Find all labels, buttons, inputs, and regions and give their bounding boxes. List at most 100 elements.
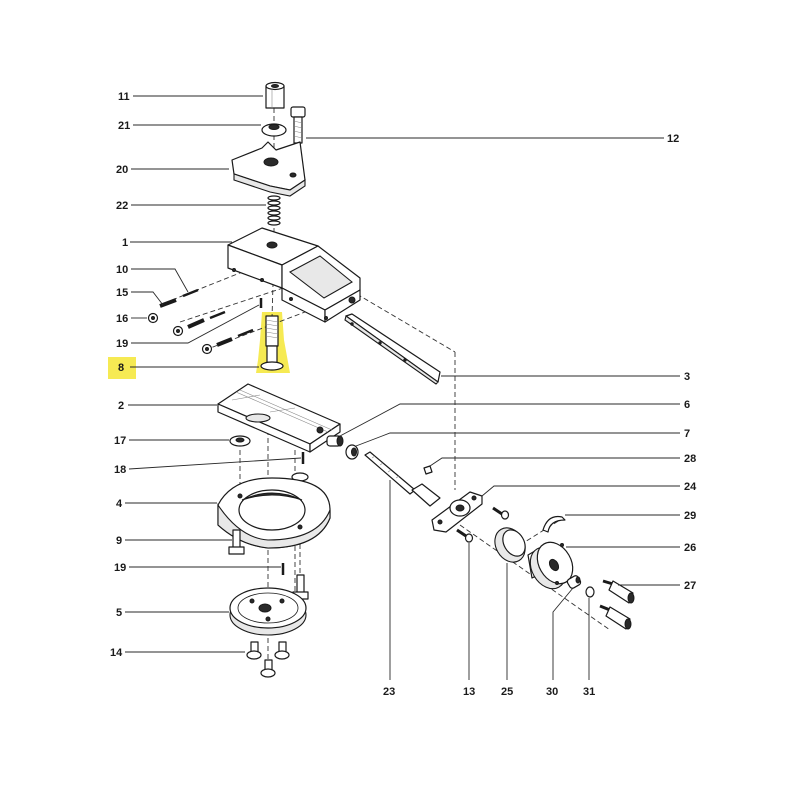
callout-31[interactable]: 31 <box>583 598 595 698</box>
part-3-gib-strip[interactable] <box>344 313 441 385</box>
svg-text:4: 4 <box>116 498 123 510</box>
part-23-lead-screw[interactable] <box>364 451 441 507</box>
callout-18[interactable]: 18 <box>114 457 302 476</box>
callout-8[interactable]: 8 <box>118 362 259 374</box>
callout-3[interactable]: 3 <box>441 371 690 383</box>
callout-20[interactable]: 20 <box>116 164 229 176</box>
callout-6[interactable]: 6 <box>339 399 690 437</box>
highlight-label-8 <box>108 357 136 379</box>
callout-24[interactable]: 24 <box>481 481 697 497</box>
part-24-bearing-bracket[interactable] <box>431 491 483 533</box>
svg-text:16: 16 <box>116 313 128 325</box>
part-21-washer[interactable] <box>261 123 287 137</box>
callout-25[interactable]: 25 <box>501 563 513 698</box>
svg-text:21: 21 <box>118 120 130 132</box>
screw-upper-right <box>492 506 510 520</box>
callout-28[interactable]: 28 <box>429 453 696 467</box>
callout-1[interactable]: 1 <box>122 237 232 249</box>
svg-text:9: 9 <box>116 535 122 547</box>
callout-10[interactable]: 10 <box>116 264 189 293</box>
part-13-screw[interactable] <box>456 528 474 543</box>
part-8-pivot-stud[interactable] <box>260 315 284 371</box>
callouts-left: 11 21 20 22 1 10 15 16 19 8 2 17 18 4 9 … <box>110 91 302 659</box>
callout-4[interactable]: 4 <box>116 498 217 510</box>
part-16-hex-nut[interactable] <box>147 312 159 324</box>
part-31-nut[interactable] <box>585 586 595 598</box>
callout-11[interactable]: 11 <box>118 91 263 103</box>
svg-text:20: 20 <box>116 164 128 176</box>
part-2-cross-slide[interactable] <box>217 383 341 453</box>
callout-22[interactable]: 22 <box>116 200 266 212</box>
svg-text:1: 1 <box>122 237 128 249</box>
part-9-t-bolt[interactable] <box>228 529 245 555</box>
part-1-carriage-body[interactable] <box>227 227 361 323</box>
part-14-screws[interactable] <box>246 641 290 678</box>
callout-23[interactable]: 23 <box>383 480 395 698</box>
svg-text:15: 15 <box>116 287 128 299</box>
svg-text:5: 5 <box>116 607 122 619</box>
part-11-hex-sleeve[interactable] <box>265 81 285 109</box>
svg-text:2: 2 <box>118 400 124 412</box>
part-7-nut[interactable] <box>345 444 359 460</box>
callout-30[interactable]: 30 <box>546 587 574 698</box>
callout-2[interactable]: 2 <box>118 400 217 412</box>
setscrew-nut-row-3 <box>201 328 254 355</box>
part-29-clip[interactable] <box>542 515 566 533</box>
svg-text:18: 18 <box>114 464 126 476</box>
callout-9[interactable]: 9 <box>116 535 232 547</box>
handle-second <box>599 604 632 630</box>
svg-text:8: 8 <box>118 362 124 374</box>
callout-19-upper[interactable]: 19 <box>116 304 260 350</box>
callout-26[interactable]: 26 <box>566 542 696 554</box>
callout-29[interactable]: 29 <box>565 510 696 522</box>
svg-text:31: 31 <box>583 686 595 698</box>
callout-19-lower[interactable]: 19 <box>114 562 281 574</box>
callouts-right: 12 3 6 7 28 24 29 26 27 <box>306 133 697 592</box>
callout-14[interactable]: 14 <box>110 647 245 659</box>
part-17-hex-nut[interactable] <box>229 435 251 447</box>
callouts-bottom: 23 13 25 30 31 <box>383 480 595 698</box>
svg-text:7: 7 <box>684 428 690 440</box>
svg-text:28: 28 <box>684 453 696 465</box>
part-12-bolt[interactable] <box>290 106 306 144</box>
svg-text:23: 23 <box>383 686 395 698</box>
svg-text:12: 12 <box>667 133 679 145</box>
callout-16[interactable]: 16 <box>116 313 147 325</box>
part-5-graduated-disc[interactable] <box>229 587 307 636</box>
callout-15[interactable]: 15 <box>116 287 164 306</box>
svg-text:30: 30 <box>546 686 558 698</box>
callout-13[interactable]: 13 <box>463 543 475 698</box>
part-30-sleeve[interactable] <box>566 575 582 590</box>
svg-text:24: 24 <box>684 481 697 493</box>
callout-7[interactable]: 7 <box>355 428 690 447</box>
part-4-swivel-ring[interactable] <box>217 477 331 549</box>
part-15-setscrew[interactable] <box>159 298 177 308</box>
svg-text:17: 17 <box>114 435 126 447</box>
callout-27[interactable]: 27 <box>618 580 696 592</box>
svg-text:14: 14 <box>110 647 123 659</box>
callout-17[interactable]: 17 <box>114 435 229 447</box>
part-20-clamp-plate[interactable] <box>231 141 306 197</box>
part-6-bushing[interactable] <box>326 435 344 447</box>
svg-text:25: 25 <box>501 686 513 698</box>
part-28-key[interactable] <box>423 465 433 475</box>
callout-21[interactable]: 21 <box>118 120 261 132</box>
svg-text:26: 26 <box>684 542 696 554</box>
part-22-spring[interactable] <box>267 195 281 226</box>
part-25-dial-ring[interactable] <box>489 522 531 567</box>
part-27-handle[interactable] <box>602 579 635 604</box>
svg-text:29: 29 <box>684 510 696 522</box>
svg-text:6: 6 <box>684 399 690 411</box>
svg-text:10: 10 <box>116 264 128 276</box>
svg-text:27: 27 <box>684 580 696 592</box>
svg-text:19: 19 <box>116 338 128 350</box>
callout-5[interactable]: 5 <box>116 607 229 619</box>
part-10-pin[interactable] <box>182 288 199 298</box>
setscrew-nut-row-2 <box>172 310 226 337</box>
svg-text:22: 22 <box>116 200 128 212</box>
part-26-handwheel-hub[interactable] <box>523 536 580 595</box>
svg-text:19: 19 <box>114 562 126 574</box>
callout-12[interactable]: 12 <box>306 133 679 145</box>
svg-text:13: 13 <box>463 686 475 698</box>
